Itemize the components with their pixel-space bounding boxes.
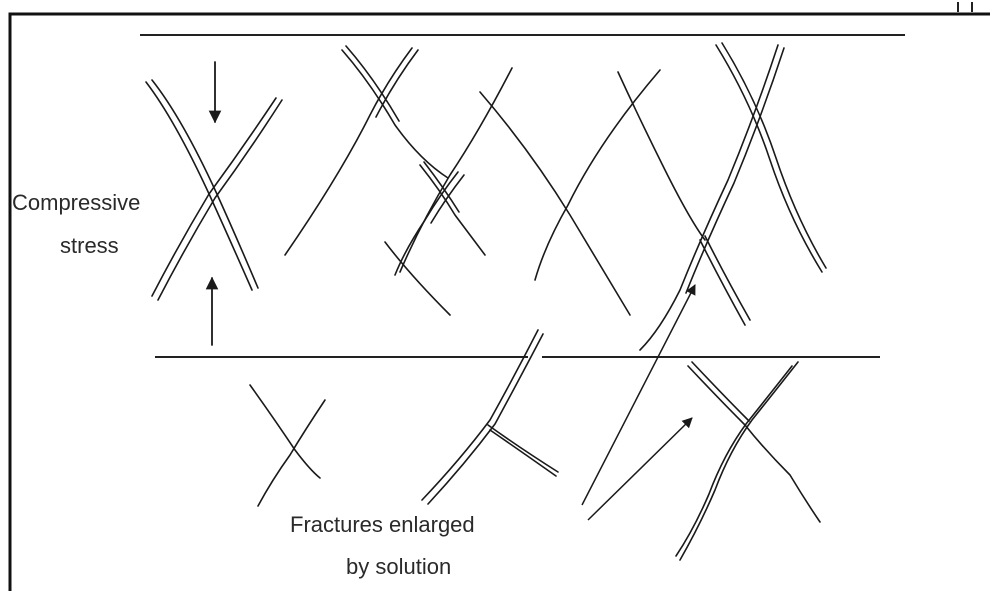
corner-marks: [958, 2, 972, 12]
fractures-label-line1: Fractures enlarged: [290, 512, 475, 537]
pointer-arrow-upper: [582, 285, 695, 505]
diagram-frame: [10, 14, 990, 591]
fracture-set-e: [250, 385, 325, 506]
compressive-label-line1: Compressive: [12, 190, 140, 215]
fracture-set-g: [676, 362, 820, 560]
compressive-x-fracture: [146, 80, 282, 300]
upper-bed-fractures: [146, 43, 826, 350]
fracture-set-b: [385, 162, 485, 315]
pointer-arrow-lower: [588, 418, 692, 520]
solution-pointers: [582, 285, 695, 520]
fractures-label-line2: by solution: [346, 554, 451, 579]
compressive-label-line2: stress: [60, 233, 119, 258]
fracture-set-d: [640, 43, 826, 350]
